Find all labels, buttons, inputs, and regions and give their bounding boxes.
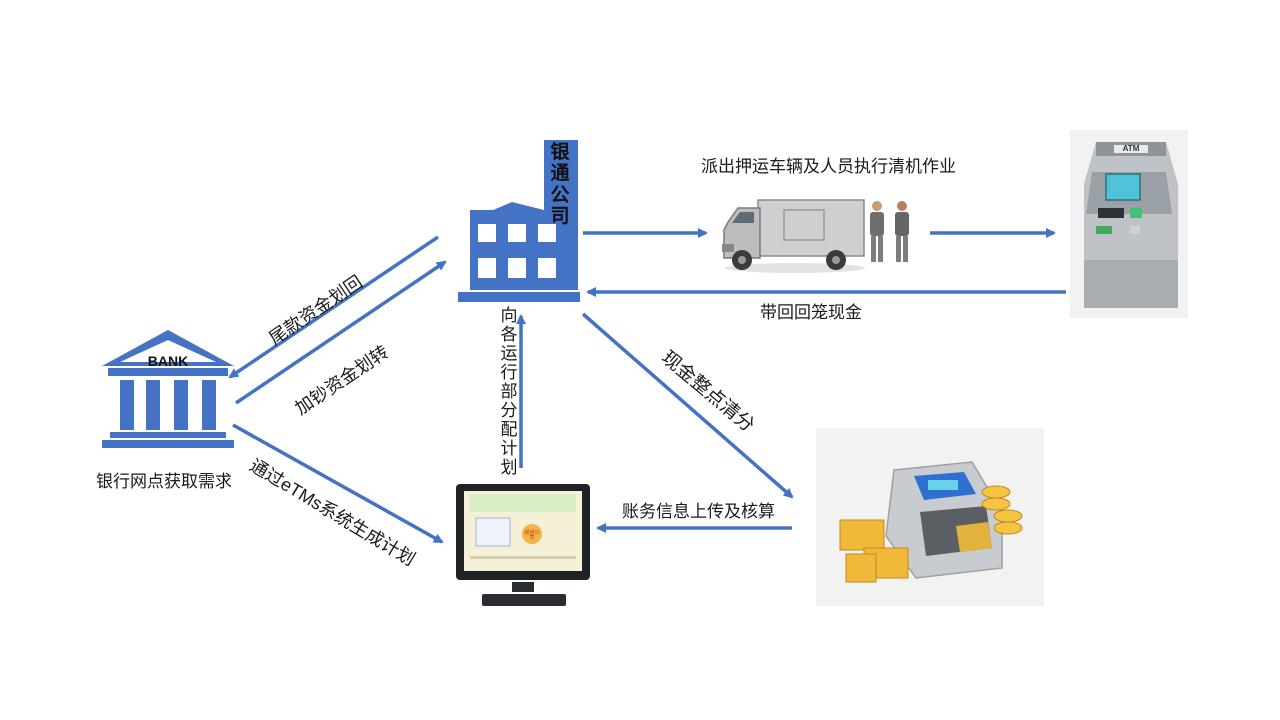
arrow-cash-load-transfer: [235, 260, 447, 405]
bank-caption: 银行网点获取需求: [96, 472, 232, 491]
bank-logo-text: BANK: [147, 353, 189, 369]
company-label: 银通公司: [550, 142, 570, 228]
label-account-upload: 账务信息上传及核算: [622, 502, 775, 521]
monitor-stamp-text: 银通公司: [524, 530, 540, 541]
cash-counting-machine-icon: [839, 461, 1023, 583]
arrow-etms-plan: [232, 423, 444, 544]
bank-node: BANK: [98, 328, 238, 453]
arrow-cash-sorting: [581, 312, 794, 499]
bank-icon: [102, 330, 234, 448]
truck-node: [720, 196, 920, 274]
atm-icon: [1084, 142, 1178, 308]
arrow-tail-funds-return: [228, 235, 439, 379]
company-node: 银通公司: [458, 140, 582, 304]
atm-sign: ATM: [1122, 144, 1140, 153]
label-bring-back-cash: 带回回笼现金: [760, 303, 862, 322]
cash-machine-node: [816, 428, 1044, 606]
atm-node: ATM: [1070, 130, 1188, 318]
label-dispatch-vehicle: 派出押运车辆及人员执行清机作业: [701, 157, 956, 176]
label-distribute-plan: 向各运行部分配计划: [500, 306, 518, 478]
computer-monitor-icon: [456, 484, 590, 606]
guard-person-icon: [870, 201, 909, 262]
computer-node: 银通公司: [456, 484, 592, 608]
company-building-icon: [458, 140, 580, 302]
armored-truck-icon: [722, 199, 865, 273]
